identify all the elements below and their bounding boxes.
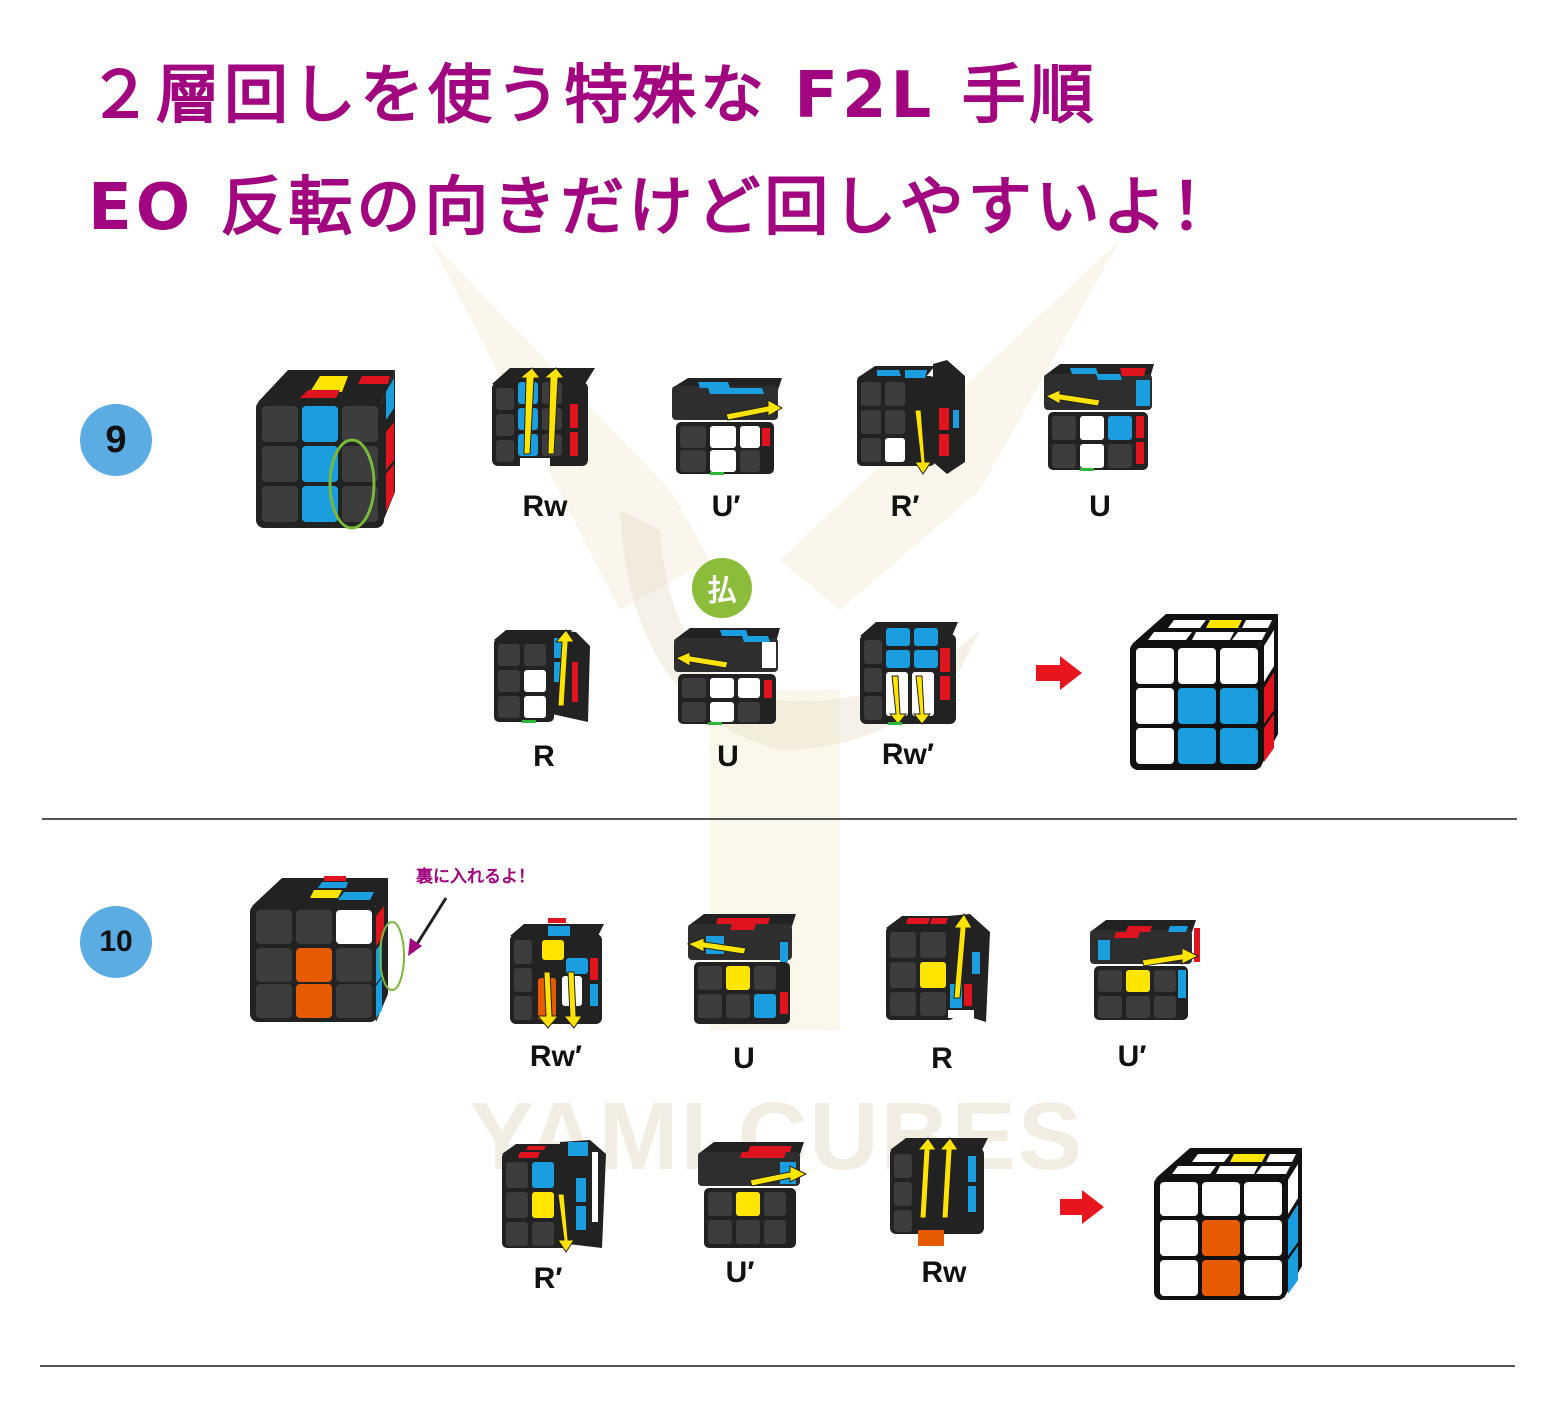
move-label: Rw xyxy=(921,1256,967,1289)
move-cube-rw xyxy=(890,1137,988,1246)
move-cube-u-prime xyxy=(672,378,784,475)
note-text: 裏に入れるよ！ xyxy=(416,867,535,887)
move-label: U xyxy=(717,740,739,773)
move-cube-r-prime xyxy=(857,360,965,475)
move-cube-r-prime xyxy=(502,1140,606,1253)
move-cube-u-prime xyxy=(698,1142,808,1248)
move-cube-u-prime xyxy=(1090,920,1200,1020)
move-cube-r xyxy=(494,629,590,723)
move-label: R xyxy=(533,740,555,773)
move-label: R′ xyxy=(533,1262,563,1295)
harai-badge: 払 xyxy=(692,558,752,618)
page-title-line-1: ２層回しを使う特殊な F2L 手順 xyxy=(88,59,1098,133)
move-label: U′ xyxy=(725,1256,755,1289)
move-label: U′ xyxy=(711,490,741,523)
move-label: R xyxy=(931,1042,953,1075)
move-cube-r xyxy=(886,913,990,1022)
pointer-arrow-icon xyxy=(408,897,448,956)
move-cube-u xyxy=(1044,364,1154,471)
case-9-start-cube xyxy=(256,370,395,530)
move-label: U xyxy=(1089,490,1111,523)
case-number-badge: 9 xyxy=(80,404,152,476)
case-10-start-cube xyxy=(250,876,405,1022)
move-label: R′ xyxy=(890,490,920,523)
move-label: U′ xyxy=(1117,1040,1147,1073)
move-cube-u xyxy=(686,914,796,1024)
section-divider xyxy=(42,818,1517,820)
move-label: Rw′ xyxy=(881,738,935,771)
case-10-solved-cube xyxy=(1154,1148,1302,1300)
case-number-badge: 10 xyxy=(80,906,152,978)
move-cube-u-harai xyxy=(674,628,780,725)
move-label: Rw′ xyxy=(529,1040,583,1073)
result-arrow-icon xyxy=(1036,656,1082,690)
move-cube-rw-prime xyxy=(860,622,958,725)
move-label: U xyxy=(733,1042,755,1075)
move-label: Rw xyxy=(522,490,568,523)
move-cube-rw-prime xyxy=(510,918,604,1029)
page-title-line-2: EO 反転の向きだけど回しやすいよ！ xyxy=(88,171,1239,245)
result-arrow-icon xyxy=(1060,1190,1104,1224)
case-9-solved-cube xyxy=(1130,614,1278,770)
move-cube-rw xyxy=(492,367,595,468)
section-divider xyxy=(40,1365,1515,1367)
